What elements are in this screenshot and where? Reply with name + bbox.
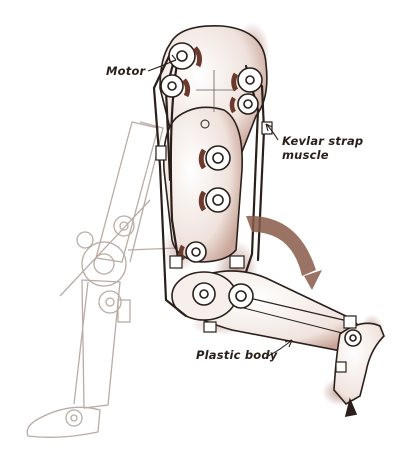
rotation-arrow [246, 215, 322, 290]
motor-hip-mid [160, 74, 191, 98]
label-motor: Motor [106, 64, 147, 78]
shin [171, 270, 361, 351]
motors [160, 42, 263, 263]
label-muscle: muscle [282, 148, 329, 162]
label-plastic-body: Plastic body [196, 348, 278, 362]
foot [333, 322, 385, 418]
leader-lines [147, 54, 293, 357]
ghost-leg [26, 121, 179, 438]
motor-thigh-upper [198, 145, 231, 171]
thigh [159, 25, 268, 263]
motor-hip-right-top [231, 67, 263, 93]
motor-thigh-lower [198, 187, 231, 213]
label-kevlar-strap: Kevlar strap [282, 134, 363, 148]
motor-hip-top [168, 42, 203, 70]
motor-hip-right-bottom [229, 93, 259, 115]
motor-knee-left [178, 241, 207, 263]
